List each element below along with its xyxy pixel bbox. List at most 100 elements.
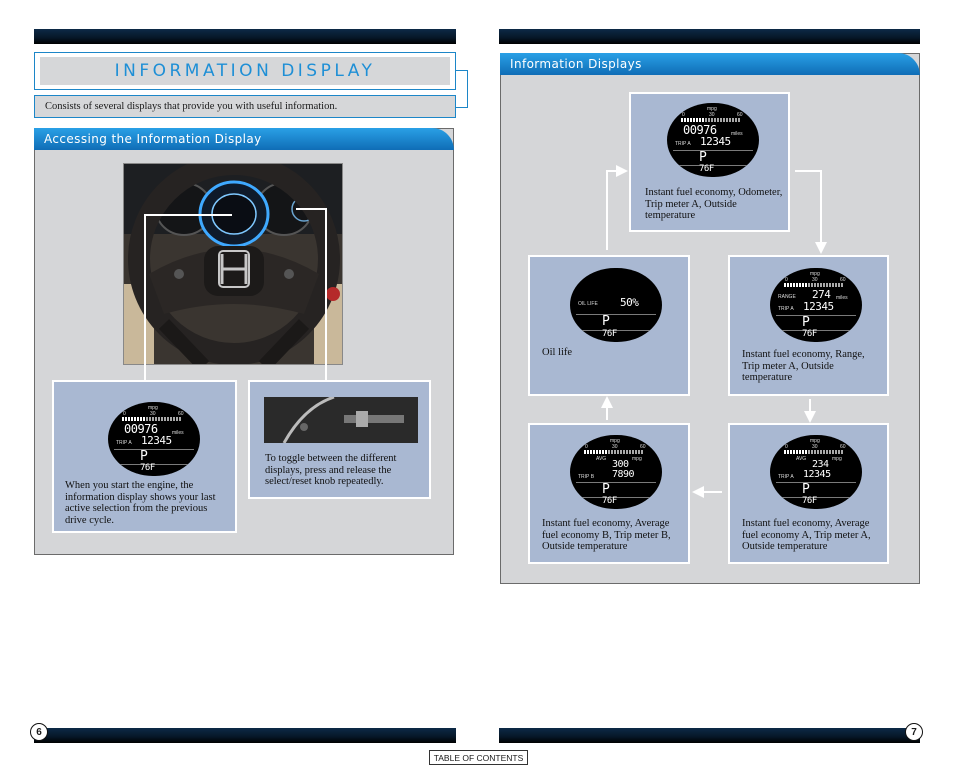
lcd-range-label: RANGE — [778, 294, 796, 300]
lcd-scale-30: 30 — [709, 112, 715, 118]
lcd-gear: P — [699, 150, 707, 165]
lcd-display-odometer-2: mpg 0 30 60 00976 miles TRIP A 12345 P 7… — [667, 103, 759, 177]
lcd-gear: P — [140, 449, 148, 464]
lcd-temp: 76F — [602, 496, 617, 506]
select-reset-knob-image — [264, 397, 418, 443]
page-title: INFORMATION DISPLAY — [114, 61, 376, 81]
displays-heading-text: Information Displays — [510, 57, 642, 71]
lcd-scale-60: 60 — [840, 444, 846, 450]
connector-line-1-h — [144, 214, 232, 216]
footer-bar-left — [34, 728, 456, 743]
lcd-trip-label: TRIP A — [778, 306, 794, 312]
display-oil-life-box: OIL LIFE 50% P 76F Oil life — [528, 255, 690, 396]
header-bar-right — [499, 29, 920, 44]
lcd-scale-60: 60 — [840, 277, 846, 283]
lcd-avg-mpg-label: mpg — [632, 456, 642, 462]
lcd-range-value: 274 — [812, 288, 831, 301]
lcd-avg-b-value: 300 — [612, 459, 629, 470]
lcd-scale-30: 30 — [612, 444, 618, 450]
table-of-contents-link[interactable]: TABLE OF CONTENTS — [429, 750, 528, 765]
accessing-heading-text: Accessing the Information Display — [44, 132, 262, 146]
lcd-scale-0: 0 — [123, 411, 126, 417]
start-engine-caption: When you start the engine, the informati… — [65, 480, 216, 526]
lcd-avg-label: AVG — [796, 456, 807, 462]
lcd-temp: 76F — [699, 164, 714, 174]
lcd-oil-life-value: 50% — [620, 296, 639, 309]
lcd-fuel-bars — [122, 417, 181, 421]
display-avg-a-caption: Instant fuel economy, Average fuel econo… — [742, 518, 871, 552]
start-engine-box: mpg 0 30 60 00976 miles TRIP A 12345 P 7… — [52, 380, 237, 533]
header-bar-left — [34, 29, 456, 44]
lcd-gear: P — [802, 482, 810, 497]
lcd-display-odometer: mpg 0 30 60 00976 miles TRIP A 12345 P 7… — [108, 402, 200, 476]
lcd-temp: 76F — [140, 463, 155, 473]
lcd-scale-60: 60 — [640, 444, 646, 450]
lcd-trip-b-label: TRIP B — [578, 474, 595, 480]
display-avg-a-box: mpg 0 30 60 AVG mpg 234 TRIP A 12345 P 7… — [728, 423, 889, 564]
lcd-temp: 76F — [802, 329, 817, 339]
lcd-mpg-label: mpg — [810, 438, 820, 444]
lcd-gear: P — [802, 315, 810, 330]
lcd-miles-label: miles — [731, 131, 743, 137]
page-number-left: 6 — [30, 723, 48, 741]
lcd-odometer-value: 00976 — [683, 123, 717, 137]
lcd-mpg-label: mpg — [707, 106, 717, 112]
lcd-trip-label: TRIP A — [116, 440, 132, 446]
page-subtitle: Consists of several displays that provid… — [34, 95, 456, 118]
display-odometer-caption: Instant fuel economy, Odometer, Trip met… — [645, 187, 783, 221]
lcd-trip-b-value: 7890 — [612, 469, 635, 480]
page-title-frame: INFORMATION DISPLAY — [34, 52, 456, 90]
lcd-mpg-label: mpg — [810, 271, 820, 277]
connector-line-2-h — [296, 208, 326, 210]
display-avg-b-caption: Instant fuel economy, Average fuel econo… — [542, 518, 671, 552]
page-subtitle-text: Consists of several displays that provid… — [45, 101, 338, 112]
lcd-scale-30: 30 — [812, 277, 818, 283]
lcd-avg-a-value: 234 — [812, 459, 829, 470]
footer-bar-right — [499, 728, 920, 743]
lcd-trip-label: TRIP A — [675, 141, 691, 147]
lcd-scale-0: 0 — [785, 444, 788, 450]
lcd-miles-label: miles — [172, 430, 184, 436]
display-avg-b-box: mpg 0 30 60 AVG mpg 300 TRIP B 7890 P 76… — [528, 423, 690, 564]
display-odometer-box: mpg 0 30 60 00976 miles TRIP A 12345 P 7… — [629, 92, 790, 232]
lcd-temp: 76F — [802, 496, 817, 506]
lcd-scale-30: 30 — [150, 411, 156, 417]
lcd-temp: 76F — [602, 329, 617, 339]
lcd-display-avg-b: mpg 0 30 60 AVG mpg 300 TRIP B 7890 P 76… — [570, 435, 662, 509]
lcd-trip-value: 12345 — [803, 300, 834, 313]
lcd-mpg-label: mpg — [148, 405, 158, 411]
lcd-scale-0: 0 — [682, 112, 685, 118]
lcd-trip-value: 12345 — [700, 135, 731, 148]
display-range-caption: Instant fuel economy, Range, Trip meter … — [742, 349, 865, 383]
page-title-box: INFORMATION DISPLAY — [40, 57, 450, 85]
lcd-mpg-label: mpg — [610, 438, 620, 444]
display-oil-life-caption: Oil life — [542, 347, 573, 358]
steering-wheel-image — [123, 163, 343, 365]
lcd-trip-value: 12345 — [141, 434, 172, 447]
lcd-scale-30: 30 — [812, 444, 818, 450]
lcd-avg-label: AVG — [596, 456, 607, 462]
display-range-box: mpg 0 30 60 RANGE 274 miles TRIP A 12345… — [728, 255, 889, 396]
displays-heading: Information Displays — [500, 53, 920, 75]
lcd-gear: P — [602, 314, 610, 329]
accessing-heading: Accessing the Information Display — [34, 128, 454, 150]
connector-line-2 — [325, 208, 327, 382]
lcd-oil-life-label: OIL LIFE — [578, 301, 598, 307]
steering-wheel-graphic — [124, 164, 342, 364]
lcd-odometer-value: 00976 — [124, 422, 158, 436]
lcd-gear: P — [602, 482, 610, 497]
title-bracket — [456, 70, 468, 108]
lcd-display-range: mpg 0 30 60 RANGE 274 miles TRIP A 12345… — [770, 268, 862, 342]
lcd-display-avg-a: mpg 0 30 60 AVG mpg 234 TRIP A 12345 P 7… — [770, 435, 862, 509]
toggle-displays-box: To toggle between the different displays… — [248, 380, 431, 499]
lcd-scale-60: 60 — [737, 112, 743, 118]
table-of-contents-text: TABLE OF CONTENTS — [433, 752, 524, 763]
lcd-trip-value: 12345 — [803, 469, 831, 480]
connector-line-1 — [144, 215, 146, 382]
lcd-scale-0: 0 — [785, 277, 788, 283]
page-number-right: 7 — [905, 723, 923, 741]
lcd-scale-0: 0 — [585, 444, 588, 450]
lcd-scale-60: 60 — [178, 411, 184, 417]
toggle-displays-caption: To toggle between the different displays… — [265, 453, 397, 487]
lcd-miles-label: miles — [836, 295, 848, 301]
